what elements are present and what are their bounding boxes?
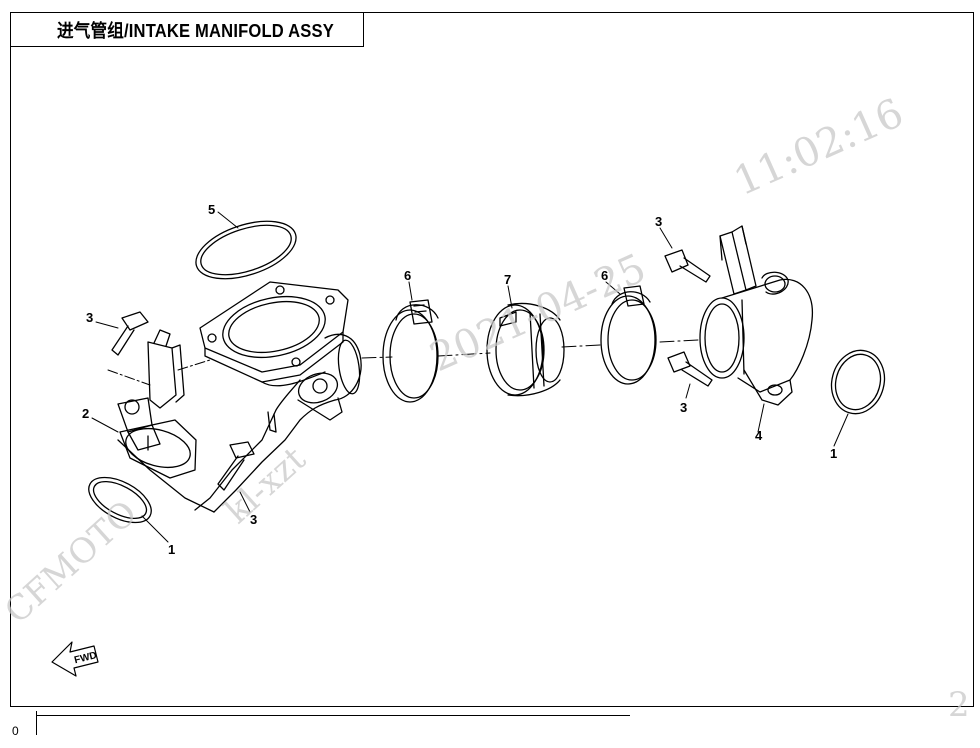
- callout-numbers: 5 6 7 6 3 3 3 3 2 1 1 4: [82, 202, 837, 557]
- title-block: 进气管组/INTAKE MANIFOLD ASSY: [10, 12, 364, 47]
- intake-boot-part-7: [486, 302, 565, 397]
- watermark-time: 11:02:16: [727, 90, 910, 205]
- watermark-group: CFMOTO kl-xzt 2021-04-25 11:02:16 2: [0, 90, 970, 725]
- fwd-label: FWD: [73, 650, 98, 666]
- callout-6-right: 6: [601, 268, 608, 283]
- callout-5: 5: [208, 202, 215, 217]
- footer-tick: [36, 711, 37, 735]
- bolt-part-3-upper-right: [664, 249, 711, 283]
- callout-7: 7: [504, 272, 511, 287]
- watermark-user: kl-xzt: [217, 439, 314, 532]
- page-title: 进气管组/INTAKE MANIFOLD ASSY: [57, 20, 334, 41]
- callout-3-upper-left: 3: [86, 310, 93, 325]
- intake-manifold-part-4: [699, 225, 814, 406]
- watermark-brand: CFMOTO: [0, 493, 145, 632]
- callout-1-left: 1: [168, 542, 175, 557]
- watermark-corner: 2: [948, 685, 970, 725]
- footer-rule: [36, 715, 630, 716]
- callout-1-right: 1: [830, 446, 837, 461]
- bolt-part-3-lower-right: [667, 351, 713, 387]
- watermark-date: 2021-04-25: [423, 245, 652, 381]
- callout-3-lower-left: 3: [250, 512, 257, 527]
- leader-lines: [91, 211, 849, 543]
- callout-6-left: 6: [404, 268, 411, 283]
- hose-clamp-part-6-right: [600, 285, 657, 385]
- drawing-frame: [10, 12, 974, 707]
- assembly-center-line: [361, 339, 699, 359]
- o-ring-part-1-right: [830, 349, 886, 415]
- o-ring-part-5: [195, 220, 297, 280]
- callout-2: 2: [82, 406, 89, 421]
- callout-3-upper-right: 3: [655, 214, 662, 229]
- footer-mark: 0: [12, 724, 19, 738]
- callout-4: 4: [755, 428, 763, 443]
- forward-direction-arrow: [51, 641, 99, 677]
- callout-3-lower-right: 3: [680, 400, 687, 415]
- bolt-part-3-lower-left: [217, 441, 255, 491]
- o-ring-part-1-left: [88, 476, 152, 524]
- bolt-part-3-upper-left: [111, 311, 149, 356]
- manifold-flange-body: [117, 281, 362, 513]
